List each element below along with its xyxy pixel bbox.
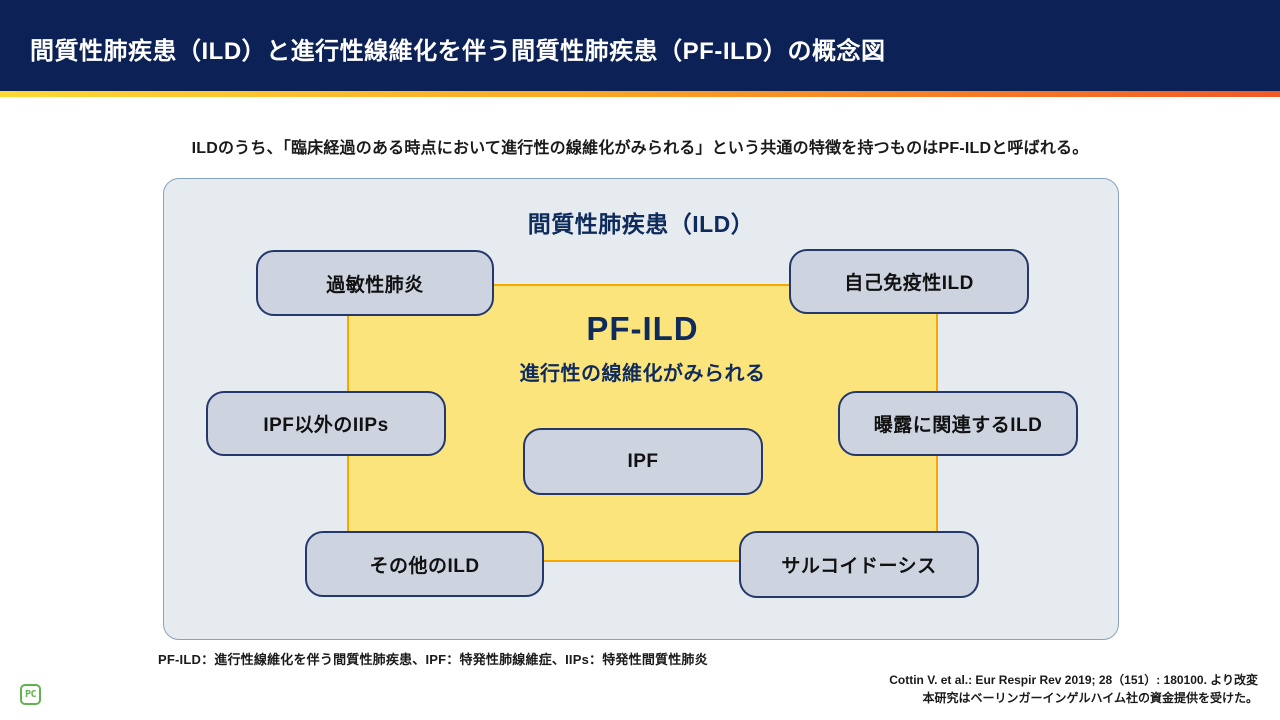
page-title: 間質性肺疾患（ILD）と進行性線維化を伴う間質性肺疾患（PF-ILD）の概念図 — [30, 38, 886, 65]
node-exposure-related-ild: 曝露に関連するILD — [838, 391, 1078, 456]
node-sarcoidosis: サルコイドーシス — [739, 531, 979, 598]
header-bar: 間質性肺疾患（ILD）と進行性線維化を伴う間質性肺疾患（PF-ILD）の概念図 — [0, 0, 1280, 91]
node-label: IPF以外のIIPs — [263, 415, 389, 436]
node-other-ild: その他のILD — [305, 531, 544, 597]
node-label: 過敏性肺炎 — [326, 274, 424, 296]
node-autoimmune-ild: 自己免疫性ILD — [789, 249, 1029, 314]
node-non-ipf-iips: IPF以外のIIPs — [206, 391, 446, 456]
citation-block: Cottin V. et al.: Eur Respir Rev 2019; 2… — [889, 671, 1258, 707]
node-label: IPF — [627, 450, 659, 472]
pf-ild-title: PF-ILD — [586, 310, 699, 347]
node-label: その他のILD — [369, 555, 480, 577]
node-hypersensitivity-pneumonitis: 過敏性肺炎 — [256, 250, 494, 316]
intro-text: ILDのうち、「臨床経過のある時点において進行性の線維化がみられる」という共通の… — [191, 140, 1089, 157]
ild-region-label: 間質性肺疾患（ILD） — [527, 211, 755, 237]
accent-gradient-bar — [0, 91, 1280, 97]
citation-line: Cottin V. et al.: Eur Respir Rev 2019; 2… — [889, 673, 1258, 687]
diagram-container: 間質性肺疾患（ILD） PF-ILD 進行性の線維化がみられる 過敏性肺炎 自己… — [163, 178, 1119, 640]
pc-logo-text: PC — [24, 689, 37, 700]
node-label: 自己免疫性ILD — [844, 273, 974, 294]
node-label: サルコイドーシス — [781, 556, 937, 577]
node-ipf: IPF — [523, 428, 763, 495]
funding-line: 本研究はベーリンガーインゲルハイム社の資金提供を受けた。 — [922, 691, 1258, 705]
pc-logo: PC — [20, 684, 41, 705]
footnote-abbreviations: PF-ILD：進行性線維化を伴う間質性肺疾患、IPF：特発性肺線維症、IIPs：… — [158, 652, 708, 667]
pf-ild-subtitle: 進行性の線維化がみられる — [519, 363, 766, 385]
node-label: 曝露に関連するILD — [873, 415, 1043, 436]
